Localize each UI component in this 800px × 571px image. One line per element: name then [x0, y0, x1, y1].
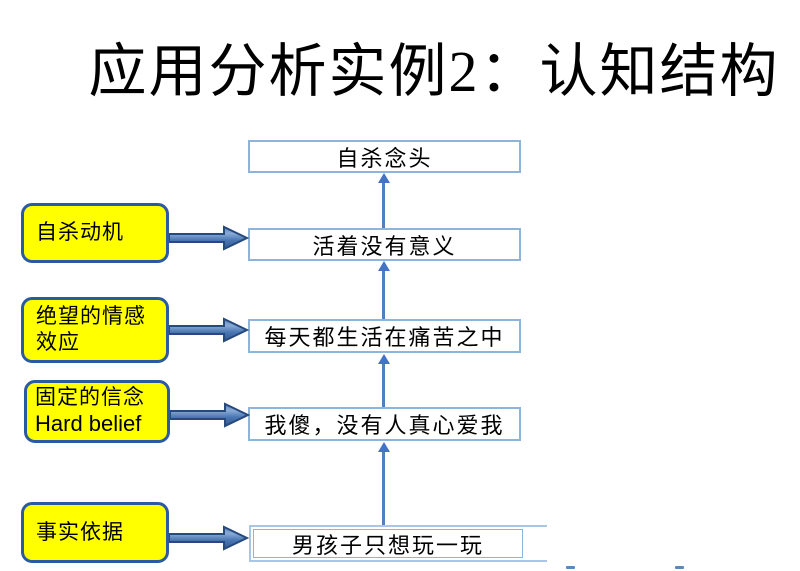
side-label-factual-basis: 事实依据 [21, 502, 169, 563]
thick-right-arrow-icon [169, 525, 249, 551]
up-arrow-connector-icon [377, 173, 390, 228]
arrowhead-up-icon [377, 261, 390, 271]
cutoff-mark [566, 566, 575, 569]
cutoff-mark [675, 566, 684, 569]
flow-box-label: 每天都生活在痛苦之中 [264, 325, 505, 350]
side-label-text-en: Hard belief [35, 410, 142, 436]
up-arrow-connector-icon [377, 354, 390, 407]
arrowhead-up-icon [377, 354, 390, 364]
side-label-text: 绝望的情感 [36, 304, 146, 329]
flow-box-label: 我傻，没有人真心爱我 [264, 413, 505, 438]
connector-stem [382, 271, 385, 319]
thick-right-arrow-icon [169, 225, 249, 251]
connector-stem [382, 364, 385, 407]
side-label-fixed-belief: 固定的信念 Hard belief [24, 380, 170, 443]
arrowhead-up-icon [377, 173, 390, 183]
thick-right-arrow-icon [169, 317, 249, 343]
flow-box-boy-just-playing: 男孩子只想玩一玩 [253, 529, 523, 558]
up-arrow-connector-icon [377, 261, 390, 319]
connector-stem [382, 183, 385, 228]
slide-title: 应用分析实例2：认知结构 [88, 39, 780, 104]
flow-box-suicidal-thoughts: 自杀念头 [248, 140, 521, 173]
arrowhead-up-icon [377, 442, 390, 452]
flow-box-life-meaningless: 活着没有意义 [248, 228, 521, 261]
up-arrow-connector-icon [377, 442, 390, 525]
side-label-text: 固定的信念 [35, 385, 145, 410]
flow-box-label: 男孩子只想玩一玩 [291, 532, 484, 558]
flow-box-daily-pain: 每天都生活在痛苦之中 [248, 319, 521, 353]
thick-right-arrow-icon [170, 402, 250, 428]
side-label-text: 效应 [36, 330, 80, 354]
side-label-despair-emotional-effect: 绝望的情感 效应 [21, 297, 169, 363]
side-label-text: 自杀动机 [36, 220, 124, 245]
flow-box-label: 自杀念头 [336, 145, 433, 171]
flow-box-label: 活着没有意义 [312, 233, 457, 259]
side-label-suicide-motive: 自杀动机 [21, 203, 169, 263]
side-label-text: 事实依据 [36, 519, 124, 544]
flow-box-unloved-belief: 我傻，没有人真心爱我 [248, 407, 521, 441]
connector-stem [382, 452, 385, 525]
